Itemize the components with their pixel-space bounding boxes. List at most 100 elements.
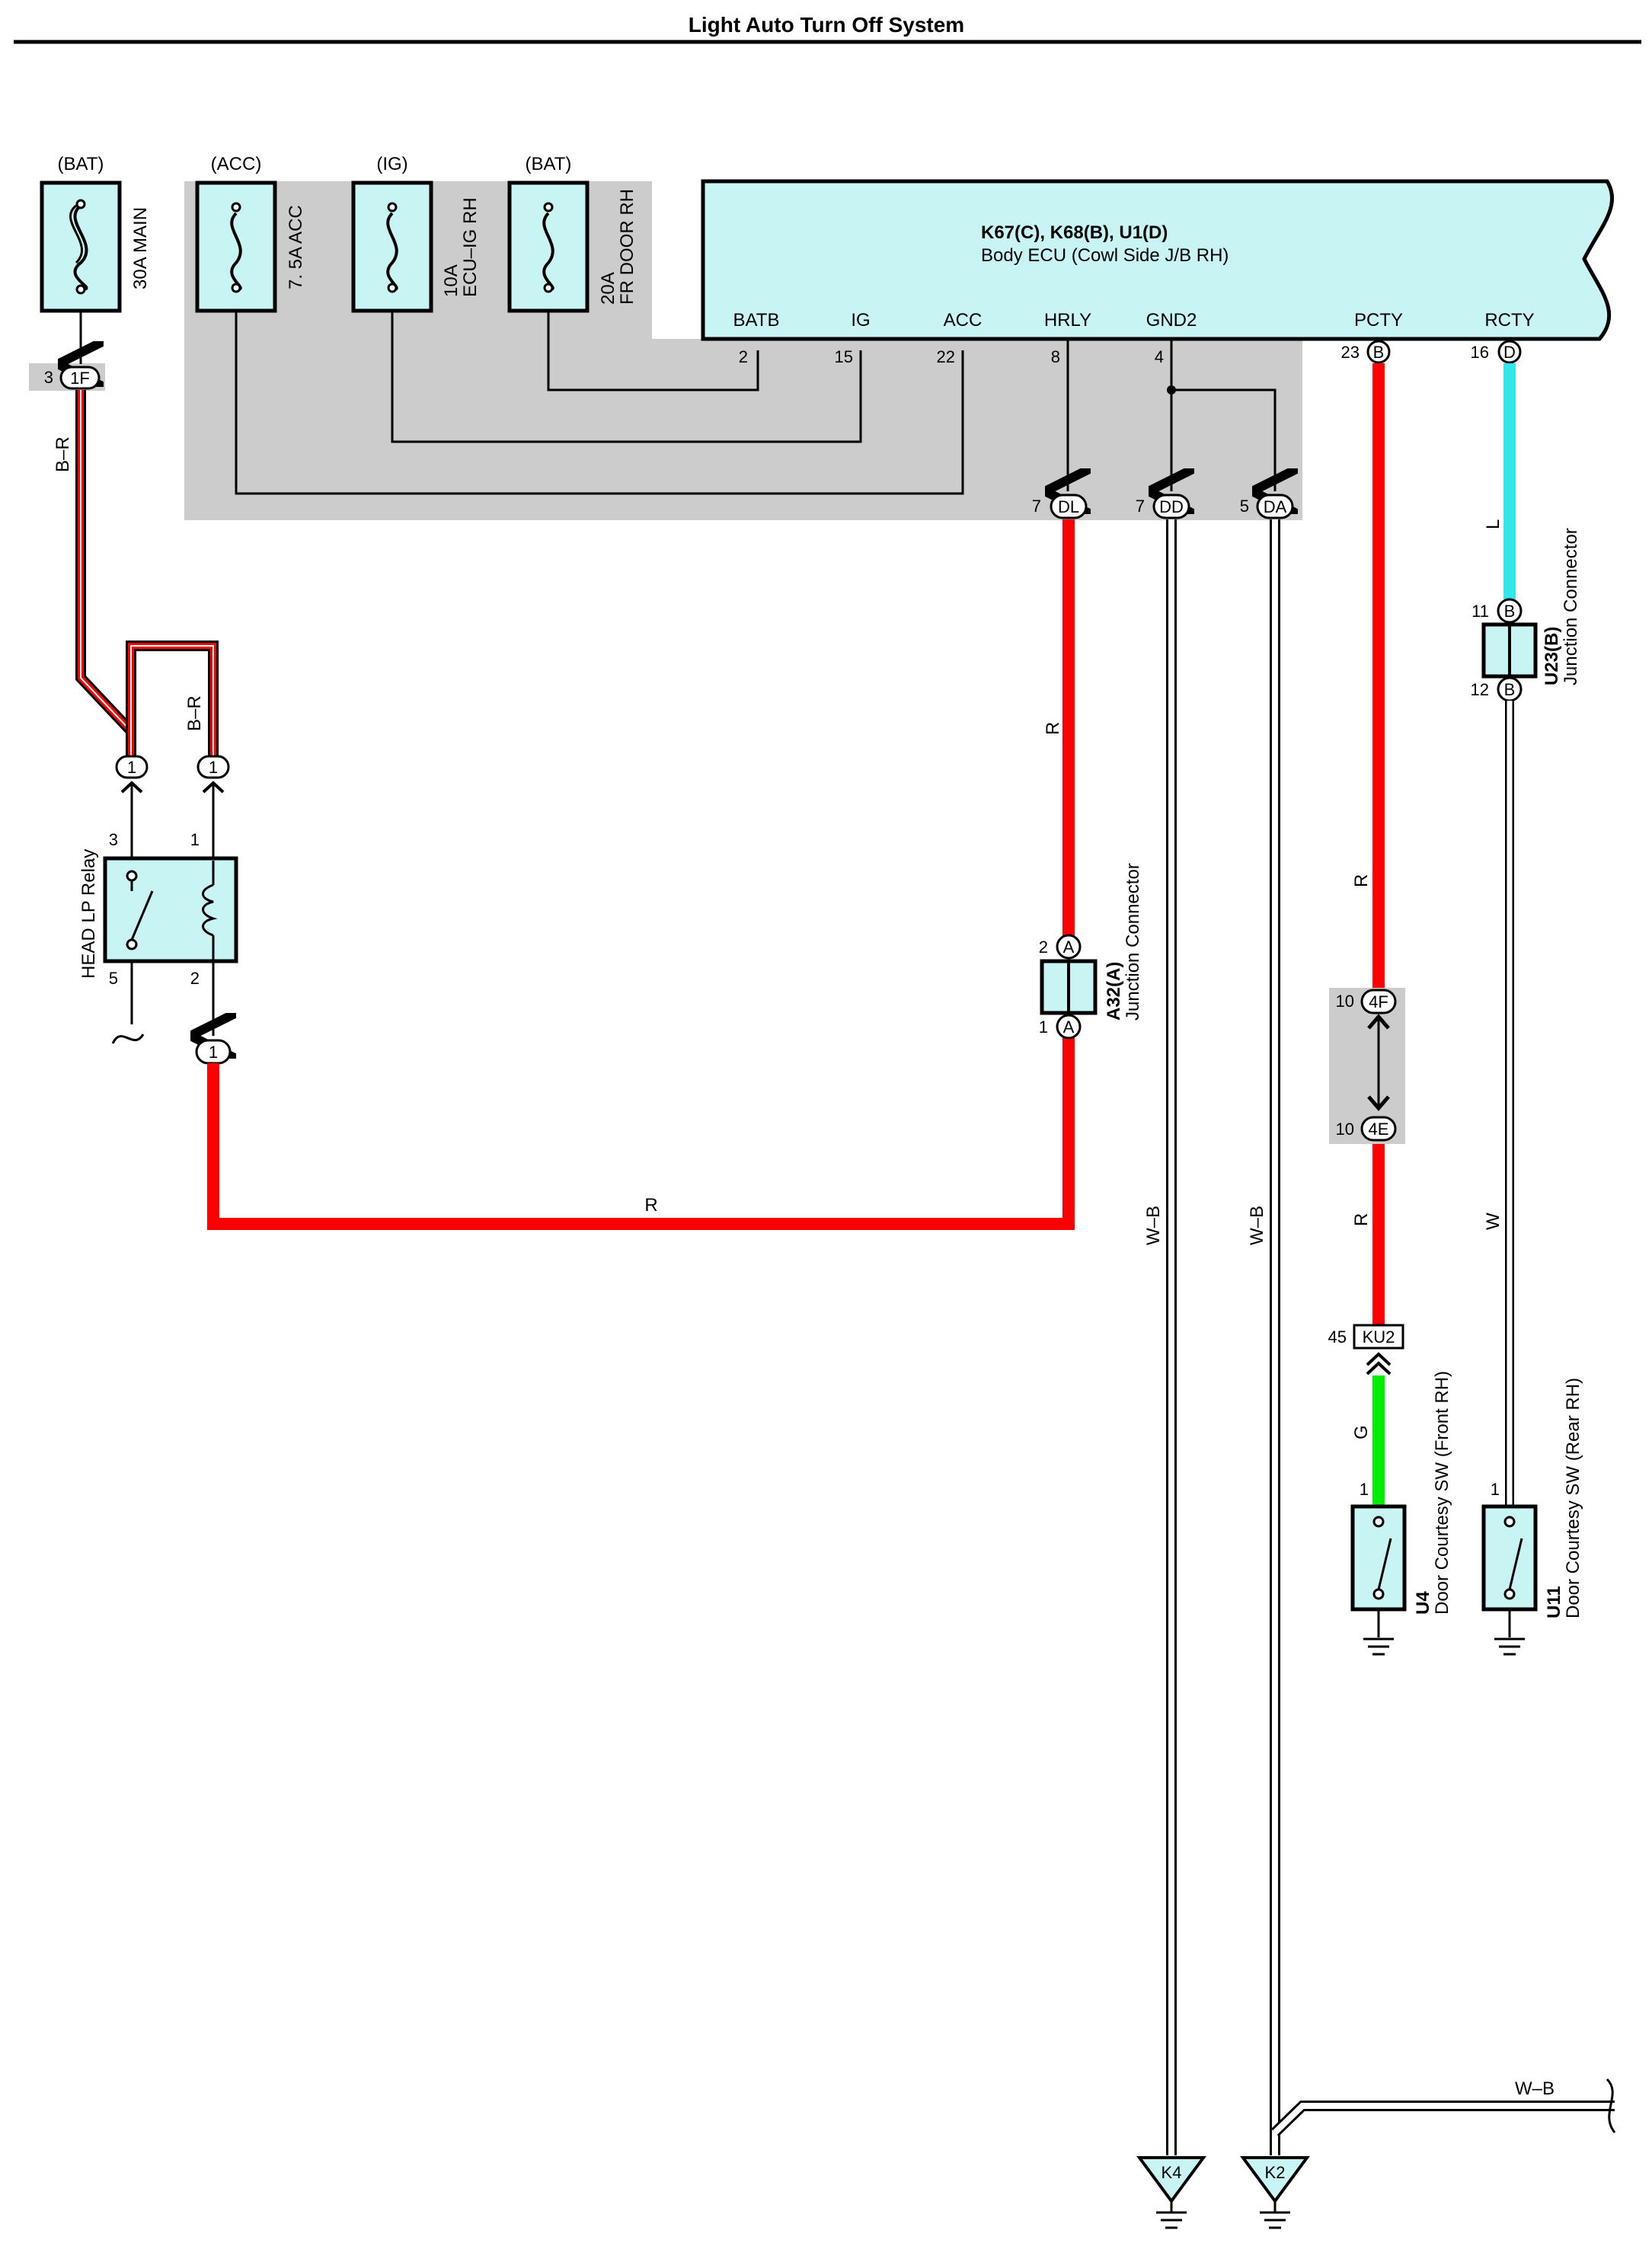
connector-id: DA xyxy=(1264,497,1287,516)
switch-id: U11 xyxy=(1544,1586,1564,1618)
fuse-source-label: (BAT) xyxy=(58,154,104,174)
fuse-10a-ecu-ig: (IG) 10A ECU–IG RH xyxy=(351,154,481,313)
relay-pin: 3 xyxy=(109,830,118,849)
pin-number: 16 xyxy=(1471,343,1489,362)
relay-name: HEAD LP Relay xyxy=(78,849,99,979)
ecu-name: Body ECU (Cowl Side J/B RH) xyxy=(981,245,1229,266)
wire-g: G xyxy=(1351,1375,1385,1516)
connector-pin: 1 xyxy=(209,758,218,777)
wire-color-label: R xyxy=(1043,722,1063,735)
wire-l: L xyxy=(1483,363,1516,599)
ground-id: K2 xyxy=(1265,2163,1286,2182)
diagram-title: Light Auto Turn Off System xyxy=(689,13,964,37)
connector-pin: 1 xyxy=(127,758,136,777)
relay-pin: 1 xyxy=(190,830,200,849)
connector-id: KU2 xyxy=(1363,1327,1395,1347)
connector-dl: 7 DL xyxy=(1032,494,1088,519)
pin-number: 1 xyxy=(1360,1480,1369,1499)
connector-da: 5 DA xyxy=(1240,494,1294,519)
junction-id: U23(B) xyxy=(1542,627,1562,685)
ground-id: K4 xyxy=(1162,2163,1182,2182)
pin-number: 12 xyxy=(1471,680,1489,699)
fuse-name: FR DOOR RH xyxy=(617,189,637,305)
switch-u11: 1 U11 Door Courtesy SW (Rear RH) xyxy=(1481,1378,1583,1656)
pin-number: 5 xyxy=(1240,497,1249,516)
wire-color-label: W–B xyxy=(1143,1206,1164,1245)
fuse-rating: 10A xyxy=(441,264,462,297)
fuse-rating: 7. 5A ACC xyxy=(286,205,306,289)
wire-color-label: W–B xyxy=(1515,2078,1555,2099)
connector-id: B xyxy=(1373,343,1385,362)
terminal-gnd2: GND2 xyxy=(1146,310,1197,331)
pin-number: 45 xyxy=(1328,1327,1347,1347)
pin-number: 10 xyxy=(1336,1120,1354,1139)
switch-u4: 1 U4 Door Courtesy SW (Front RH) xyxy=(1350,1371,1452,1656)
fuse-rating: 20A xyxy=(598,272,618,305)
fuse-20a-fr-door: (BAT) 20A FR DOOR RH xyxy=(507,154,637,313)
pin-number: 10 xyxy=(1336,992,1354,1011)
junction-a32: A 2 A 1 A32(A) Junction Connector xyxy=(1039,863,1143,1040)
body-ecu: K67(C), K68(B), U1(D) Body ECU (Cowl Sid… xyxy=(701,179,1615,341)
connector-id: 4E xyxy=(1369,1120,1389,1139)
wire-r-pcty: R R xyxy=(1351,363,1385,1329)
ground-k2: K2 xyxy=(1240,2156,1310,2229)
junction-name: Junction Connector xyxy=(1561,528,1581,685)
ecu-output-wiring xyxy=(1068,339,1275,491)
wire-w-b-ground: W–B W–B W–B xyxy=(1143,519,1616,2155)
wire-b-r: B–R B–R xyxy=(53,390,219,762)
pin-number: 8 xyxy=(1051,347,1060,366)
connector-id: B xyxy=(1504,602,1516,621)
pin-number: 1 xyxy=(1039,1018,1048,1037)
switch-id: U4 xyxy=(1413,1591,1433,1615)
pin-number: 7 xyxy=(1032,497,1041,516)
junction-u23: B 11 B 12 U23(B) Junction Connector xyxy=(1471,528,1581,702)
wire-r-hrly: R R xyxy=(207,519,1075,1230)
ecu-pin-numbers: 2 15 22 8 4 23 16 xyxy=(739,343,1489,366)
fuse-7-5a-acc: (ACC) 7. 5A ACC xyxy=(195,154,306,313)
terminal-rcty: RCTY xyxy=(1484,310,1534,331)
wire-color-label: W–B xyxy=(1247,1206,1267,1245)
connector-id: 4F xyxy=(1369,992,1388,1011)
terminal-hrly: HRLY xyxy=(1044,310,1091,331)
connector-dd: 7 DD xyxy=(1136,494,1190,519)
pin-number: 1 xyxy=(1491,1480,1500,1499)
connector-id: DD xyxy=(1159,497,1184,516)
connector-id: D xyxy=(1503,343,1516,362)
connector-ku2: KU2 45 xyxy=(1328,1324,1404,1375)
jb-internal-wiring xyxy=(235,311,964,495)
connector-1f: 3 1F xyxy=(29,311,105,391)
connector-pcty: B xyxy=(1366,340,1391,364)
wire-color-label: R xyxy=(644,1195,657,1216)
connector-pin: 1 xyxy=(209,1043,218,1062)
wire-color-label: L xyxy=(1483,519,1503,529)
relay-pin: 2 xyxy=(190,969,200,988)
wire-color-label: W xyxy=(1483,1212,1503,1230)
pin-number: 3 xyxy=(44,368,53,387)
fuse-30a-main: (BAT) 30A MAIN xyxy=(40,154,151,313)
switch-name: Door Courtesy SW (Front RH) xyxy=(1432,1371,1452,1615)
pin-number: 7 xyxy=(1136,497,1145,516)
pin-number: 11 xyxy=(1471,602,1489,621)
fuse-name: ECU–IG RH xyxy=(460,197,481,297)
fuse-rating: 30A MAIN xyxy=(130,207,151,289)
pin-number: 2 xyxy=(739,347,748,366)
terminal-batb: BATB xyxy=(733,310,780,331)
wire-w: W xyxy=(1483,701,1514,1516)
ecu-id: K67(C), K68(B), U1(D) xyxy=(981,222,1168,243)
relay-pin: 5 xyxy=(109,969,118,988)
connector-id: DL xyxy=(1058,497,1079,516)
terminal-pcty: PCTY xyxy=(1354,310,1403,331)
connector-rcty: D xyxy=(1497,340,1522,364)
switch-name: Door Courtesy SW (Rear RH) xyxy=(1563,1378,1583,1618)
connector-4f-4e: 4F 10 4E 10 xyxy=(1329,988,1405,1144)
wire-color-label: B–R xyxy=(53,436,73,472)
head-lp-relay: 1 1 3 1 5 2 HEAD LP Relay 1 xyxy=(78,755,238,1065)
wire-color-label: G xyxy=(1351,1425,1372,1439)
connector-id: A xyxy=(1063,1018,1075,1037)
pin-number: 23 xyxy=(1341,343,1360,362)
ground-k4: K4 xyxy=(1136,2156,1206,2229)
fuse-source-label: (BAT) xyxy=(526,154,572,174)
junction-name: Junction Connector xyxy=(1123,863,1143,1021)
pin-number: 2 xyxy=(1039,938,1048,957)
